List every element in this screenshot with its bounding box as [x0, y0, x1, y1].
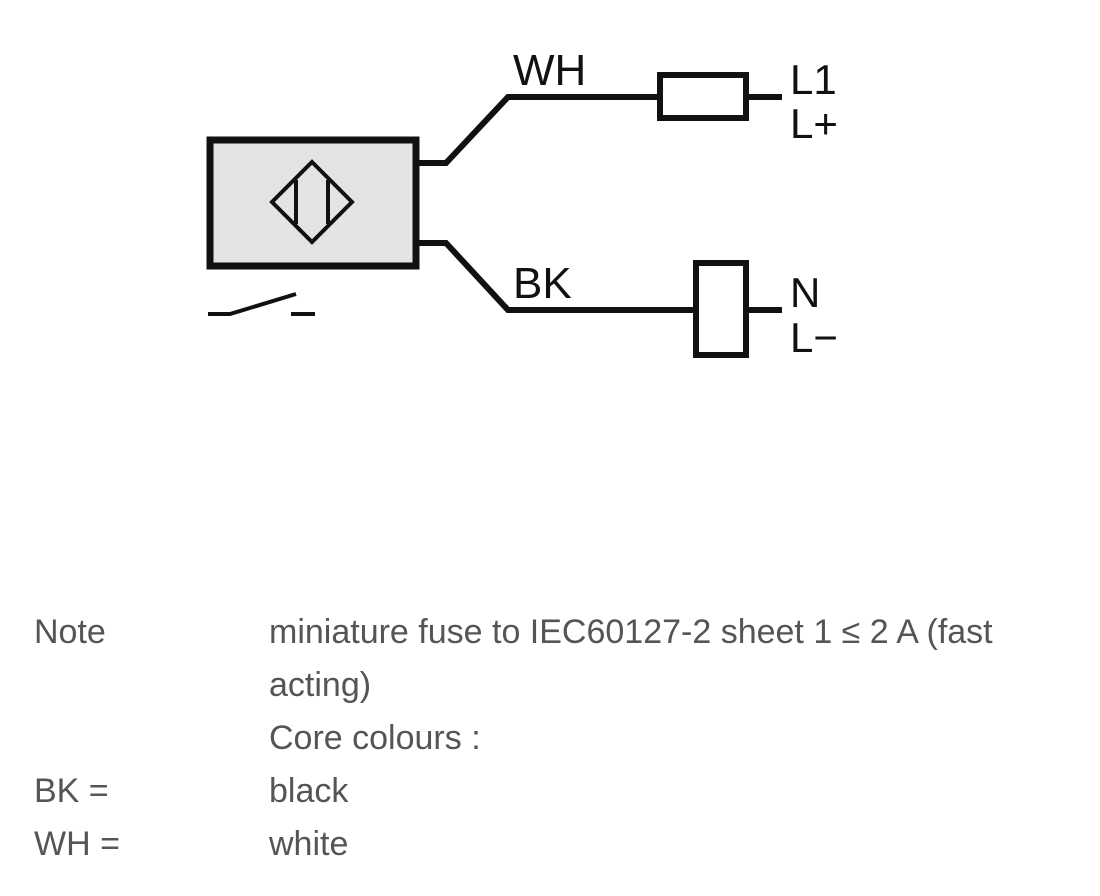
- inductive-sensor-icon: [269, 159, 355, 245]
- notes-table: Note miniature fuse to IEC60127-2 sheet …: [34, 606, 1084, 871]
- normally-open-switch-icon: [208, 292, 315, 316]
- note-row: Note miniature fuse to IEC60127-2 sheet …: [34, 606, 1084, 712]
- bk-value: black: [269, 772, 349, 810]
- note-key: Note: [34, 613, 106, 651]
- core-colours-key: [34, 712, 269, 765]
- wire-bk: [416, 240, 696, 313]
- wh-value: white: [269, 825, 349, 863]
- terminal-label-lminus: L−: [790, 314, 838, 361]
- fuse-icon: [657, 72, 749, 121]
- terminal-label-lplus: L+: [790, 100, 838, 147]
- bk-row: BK = black: [34, 765, 1084, 818]
- wire-wh: [416, 94, 660, 166]
- wiring-diagram: WH BK L1 L+ N L−: [206, 46, 838, 361]
- label-bk: BK: [513, 259, 572, 308]
- core-colours-value: Core colours :: [269, 719, 481, 757]
- load-icon: [693, 260, 749, 358]
- sensor-body: [206, 136, 420, 270]
- terminal-label-l1: L1: [790, 56, 837, 103]
- label-wh: WH: [513, 46, 586, 95]
- note-value: miniature fuse to IEC60127-2 sheet 1 ≤ 2…: [269, 613, 993, 704]
- core-colours-row: Core colours :: [34, 712, 1084, 765]
- terminal-label-n: N: [790, 269, 820, 316]
- wh-key: WH =: [34, 825, 120, 863]
- bk-key: BK =: [34, 772, 109, 810]
- wh-row: WH = white: [34, 818, 1084, 871]
